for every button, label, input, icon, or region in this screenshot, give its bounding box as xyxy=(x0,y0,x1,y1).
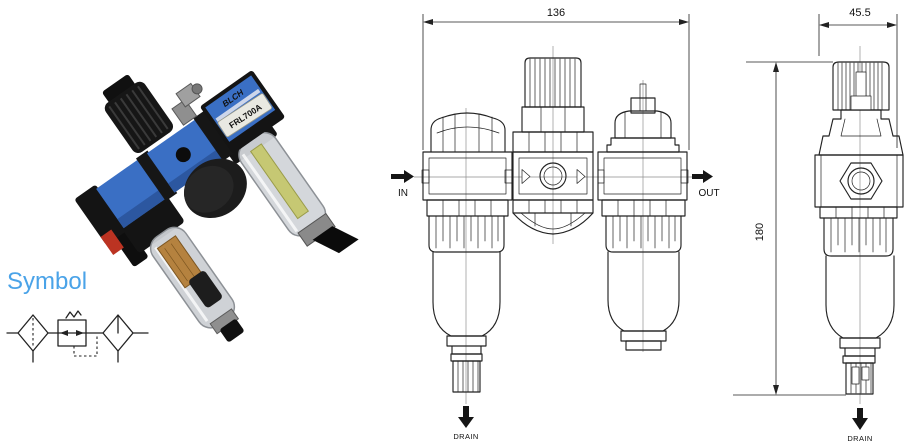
pneumatic-symbol-diagram xyxy=(6,310,149,363)
dim-arrow-right-icon xyxy=(887,22,897,28)
symbol-regulator xyxy=(57,310,98,357)
drain-arrow-icon xyxy=(852,408,868,430)
dim-arrow-left-icon xyxy=(423,19,433,25)
hex-port-boss xyxy=(839,162,883,200)
photo-filter-bowl xyxy=(107,195,244,342)
photo-red-sticker xyxy=(100,229,124,256)
front-drain-label: DRAIN xyxy=(453,432,478,441)
symbol-lubricator xyxy=(102,314,134,363)
side-regulator-knob xyxy=(818,61,904,156)
side-drain-label: DRAIN xyxy=(847,434,872,443)
photo-label: BLCH FRL700A xyxy=(215,87,273,138)
dim-arrow-left-icon xyxy=(819,22,829,28)
side-width-dim-text: 45.5 xyxy=(849,7,870,19)
front-width-dim-text: 136 xyxy=(547,7,565,19)
flow-direction-triangle xyxy=(521,169,531,184)
gauge-port-circle xyxy=(539,162,567,190)
front-view-drawing: 136 xyxy=(391,7,720,441)
front-port-labels: IN OUT xyxy=(391,170,720,199)
in-flow-arrow-icon xyxy=(391,170,414,183)
photo-gauge-plug xyxy=(183,158,247,219)
side-drain-callout: DRAIN xyxy=(847,408,872,443)
symbol-filter xyxy=(17,314,49,363)
out-label: OUT xyxy=(698,188,719,199)
front-width-dimension: 136 xyxy=(422,7,690,150)
side-width-dimension: 45.5 xyxy=(818,7,898,148)
side-bowl xyxy=(819,206,898,395)
product-photo: BLCH FRL700A xyxy=(75,71,359,342)
flow-direction-triangle xyxy=(576,169,586,184)
photo-elbow-fitting xyxy=(171,82,203,126)
out-flow-arrow-icon xyxy=(692,170,713,183)
dim-arrow-down-icon xyxy=(773,385,779,395)
side-height-dimension: 180 xyxy=(733,61,846,396)
front-lubricator-unit xyxy=(597,83,689,351)
front-filter-unit xyxy=(421,112,513,393)
front-drain-callout: DRAIN xyxy=(453,406,478,441)
in-label: IN xyxy=(398,188,408,199)
photo-regulator-knob xyxy=(102,74,174,153)
dim-arrow-right-icon xyxy=(679,19,689,25)
symbol-section-title: Symbol xyxy=(7,268,88,295)
front-centerlines xyxy=(414,46,694,404)
side-body xyxy=(814,154,904,208)
side-view-drawing: 45.5 180 xyxy=(733,7,904,443)
drain-arrow-icon xyxy=(458,406,474,428)
side-height-dim-text: 180 xyxy=(754,223,766,241)
front-regulator-unit xyxy=(512,57,594,235)
dim-arrow-up-icon xyxy=(773,62,779,72)
